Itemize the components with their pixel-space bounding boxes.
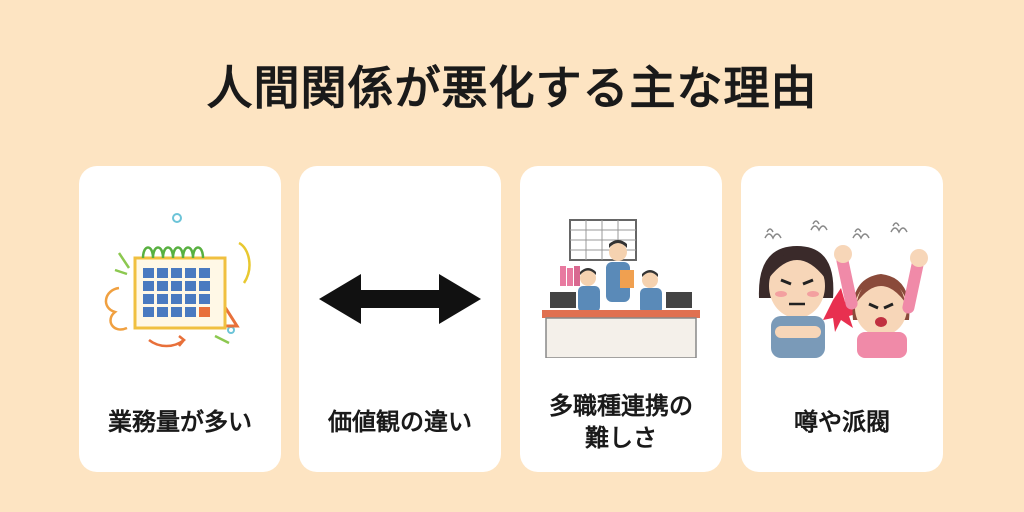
double-arrow-icon [299, 208, 501, 358]
reason-label: 価値観の違い [328, 407, 472, 436]
reason-card-workload: 業務量が多い [79, 166, 281, 472]
reason-label: 噂や派閥 [794, 407, 890, 436]
reason-label-line: 難しさ [585, 424, 657, 452]
reason-card-collaboration: 多職種連携の 難しさ [520, 166, 722, 472]
reason-card-rumors: 噂や派閥 [741, 166, 943, 472]
angry-women-illustration [741, 208, 943, 358]
reason-card-values: 価値観の違い [299, 166, 501, 472]
medical-team-illustration [520, 208, 722, 359]
reason-label-line: 多職種連携の [549, 391, 693, 420]
reason-label: 業務量が多い [108, 407, 252, 436]
calendar-icon [79, 208, 281, 358]
reason-label: 多職種連携の 難しさ [520, 392, 722, 452]
page-title: 人間関係が悪化する主な理由 [206, 61, 818, 115]
